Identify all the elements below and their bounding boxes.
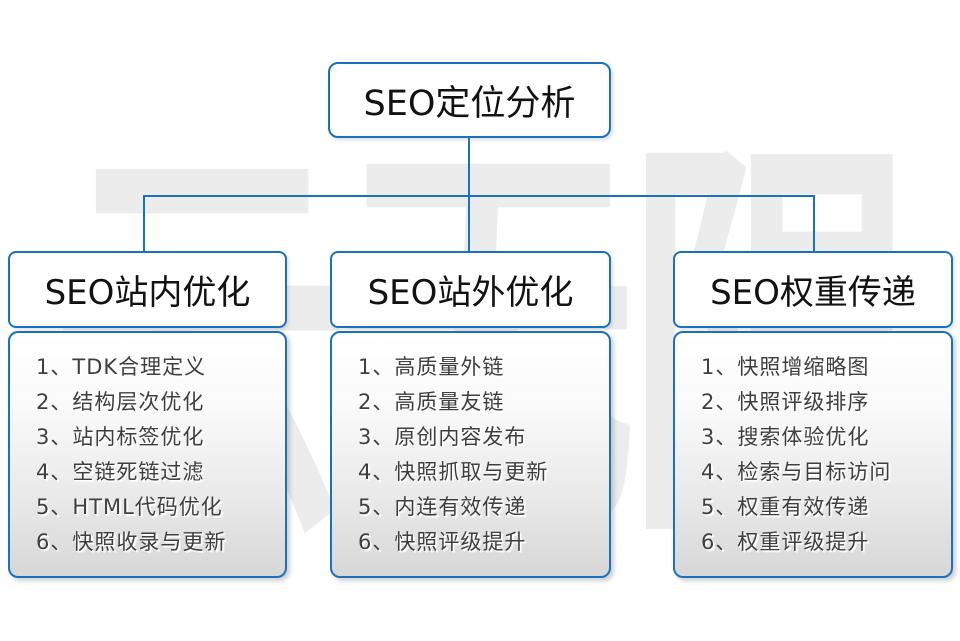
connector-branch-2-drop — [468, 196, 470, 252]
branch-node-title: SEO权重传递 — [710, 273, 916, 313]
branch-node-title: SEO站外优化 — [367, 273, 574, 313]
weight-item-list: 1、快照增缩略图 2、快照评级排序 3、搜索体验优化 4、检索与目标访问 5、权… — [701, 350, 941, 560]
offsite-item-list: 1、高质量外链 2、高质量友链 3、原创内容发布 4、快照抓取与更新 5、内连有… — [358, 350, 599, 560]
list-box-weight-transfer: 1、快照增缩略图 2、快照评级排序 3、搜索体验优化 4、检索与目标访问 5、权… — [673, 331, 953, 578]
branch-node-weight-transfer: SEO权重传递 — [673, 251, 953, 328]
connector-horizontal — [143, 195, 815, 197]
branch-node-onsite-optimization: SEO站内优化 — [8, 251, 287, 328]
list-box-offsite-optimization: 1、高质量外链 2、高质量友链 3、原创内容发布 4、快照抓取与更新 5、内连有… — [330, 331, 611, 578]
list-item: 4、空链死链过滤 — [36, 460, 205, 484]
list-item: 4、检索与目标访问 — [701, 460, 892, 484]
list-item: 3、原创内容发布 — [358, 425, 527, 449]
list-item: 3、搜索体验优化 — [701, 425, 870, 449]
branch-node-offsite-optimization: SEO站外优化 — [330, 251, 611, 328]
connector-branch-3-drop — [813, 196, 815, 252]
list-item: 1、高质量外链 — [358, 355, 505, 379]
list-item: 1、快照增缩略图 — [701, 355, 870, 379]
list-item: 5、权重有效传递 — [701, 495, 870, 519]
list-item: 4、快照抓取与更新 — [358, 460, 549, 484]
list-box-onsite-optimization: 1、TDK合理定义 2、结构层次优化 3、站内标签优化 4、空链死链过滤 5、H… — [8, 331, 287, 578]
list-item: 2、结构层次优化 — [36, 390, 205, 414]
root-node-title: SEO定位分析 — [363, 83, 576, 124]
list-item: 3、站内标签优化 — [36, 425, 205, 449]
connector-branch-1-drop — [143, 196, 145, 252]
branch-node-title: SEO站内优化 — [44, 273, 251, 313]
list-item: 2、快照评级排序 — [701, 390, 870, 414]
list-item: 6、权重评级提升 — [701, 530, 870, 554]
list-item: 1、TDK合理定义 — [36, 355, 207, 379]
list-item: 6、快照收录与更新 — [36, 530, 227, 554]
connector-root-drop — [468, 137, 470, 196]
list-item: 6、快照评级提升 — [358, 530, 527, 554]
onsite-item-list: 1、TDK合理定义 2、结构层次优化 3、站内标签优化 4、空链死链过滤 5、H… — [36, 350, 275, 560]
list-item: 5、HTML代码优化 — [36, 495, 223, 519]
list-item: 5、内连有效传递 — [358, 495, 527, 519]
list-item: 2、高质量友链 — [358, 390, 505, 414]
root-node-seo-positioning: SEO定位分析 — [328, 62, 611, 138]
